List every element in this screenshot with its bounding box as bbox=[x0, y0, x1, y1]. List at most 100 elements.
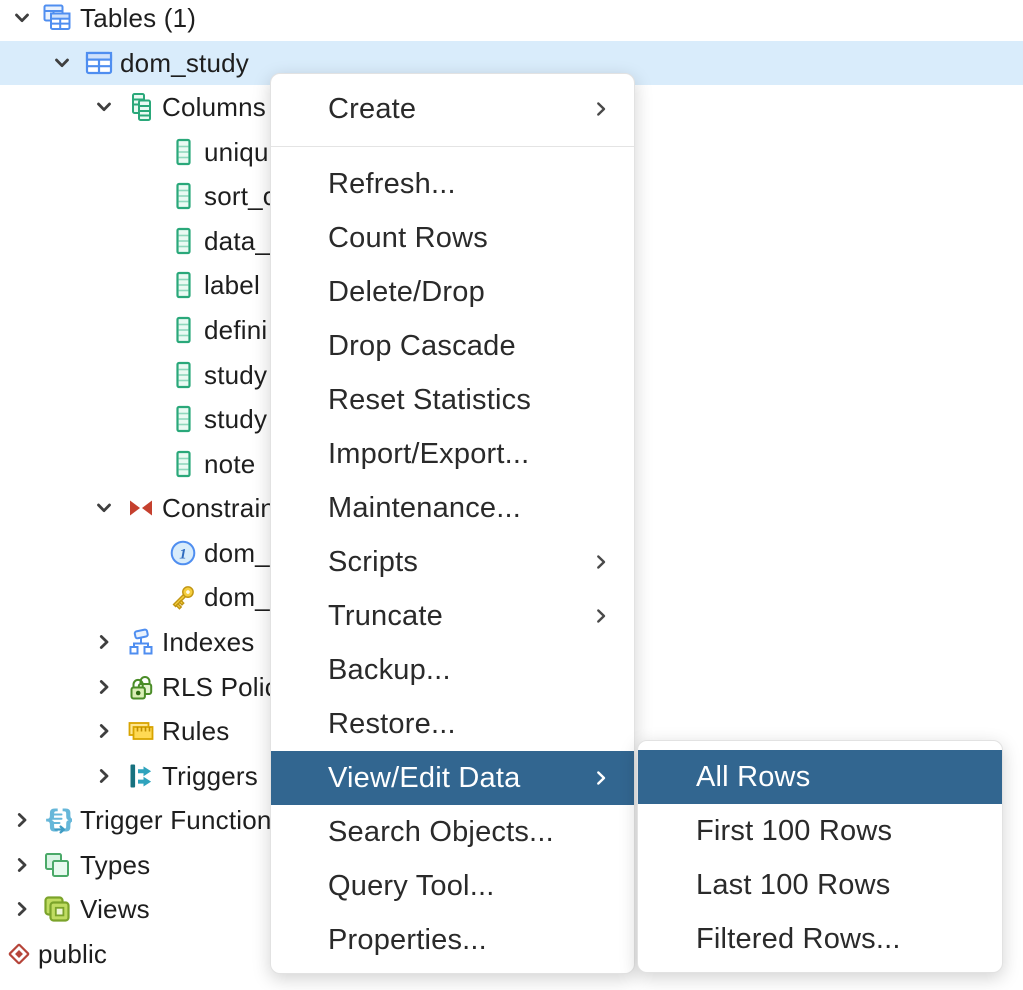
indexes-icon bbox=[126, 627, 156, 657]
tree-item-views[interactable]: Views bbox=[0, 887, 1023, 931]
menu-item-label: Reset Statistics bbox=[328, 383, 532, 416]
chevron-down-icon[interactable] bbox=[52, 53, 72, 73]
menu-item-label: Maintenance... bbox=[328, 491, 522, 524]
menu-item-query-tool[interactable]: Query Tool... bbox=[271, 859, 634, 913]
tree-item-dom[interactable]: dom_ bbox=[0, 575, 1023, 619]
menu-item-reset-statistics[interactable]: Reset Statistics bbox=[271, 373, 634, 427]
chevron-right-icon[interactable] bbox=[94, 632, 114, 652]
tree-item-rules[interactable]: Rules bbox=[0, 709, 1023, 753]
menu-item-restore[interactable]: Restore... bbox=[271, 697, 634, 751]
menu-item-import-export[interactable]: Import/Export... bbox=[271, 427, 634, 481]
tree-item-study[interactable]: study bbox=[0, 353, 1023, 397]
submenu-item-first-100-rows[interactable]: First 100 Rows bbox=[638, 804, 1002, 858]
tree-item-label[interactable]: label bbox=[0, 263, 1023, 307]
menu-item-view-edit-data[interactable]: View/Edit Data bbox=[271, 751, 634, 805]
chevron-right-icon[interactable] bbox=[94, 766, 114, 786]
menu-item-label: Restore... bbox=[328, 707, 456, 740]
menu-item-delete-drop[interactable]: Delete/Drop bbox=[271, 265, 634, 319]
tree-item-public[interactable]: public bbox=[0, 932, 1023, 976]
menu-item-label: Import/Export... bbox=[328, 437, 530, 470]
tree-item-label: Trigger Function bbox=[80, 805, 272, 835]
tree-item-constrain[interactable]: Constrain bbox=[0, 486, 1023, 530]
menu-item-label: Query Tool... bbox=[328, 869, 495, 902]
submenu-arrow-icon bbox=[592, 553, 610, 571]
menu-item-label: Refresh... bbox=[328, 167, 456, 200]
menu-item-properties[interactable]: Properties... bbox=[271, 913, 634, 967]
column-icon bbox=[168, 449, 198, 479]
submenu-item-label: Last 100 Rows bbox=[696, 868, 891, 901]
chevron-down-icon[interactable] bbox=[94, 498, 114, 518]
rules-icon bbox=[126, 716, 156, 746]
menu-item-label: Backup... bbox=[328, 653, 451, 686]
constraints-icon bbox=[126, 493, 156, 523]
tree-item-study[interactable]: study bbox=[0, 397, 1023, 441]
submenu-arrow-icon bbox=[592, 607, 610, 625]
primary-key-icon bbox=[168, 582, 198, 612]
tree-item-defini[interactable]: defini bbox=[0, 308, 1023, 352]
menu-item-label: Count Rows bbox=[328, 221, 488, 254]
menu-item-label: Delete/Drop bbox=[328, 275, 485, 308]
table-icon bbox=[84, 48, 114, 78]
trigger-functions-icon: {} bbox=[42, 805, 72, 835]
tree-item-data[interactable]: data_ bbox=[0, 219, 1023, 263]
tree-item-triggers[interactable]: Triggers bbox=[0, 754, 1023, 798]
chevron-right-icon[interactable] bbox=[94, 677, 114, 697]
svg-text:}: } bbox=[60, 805, 73, 834]
menu-item-backup[interactable]: Backup... bbox=[271, 643, 634, 697]
submenu-item-last-100-rows[interactable]: Last 100 Rows bbox=[638, 858, 1002, 912]
tree-item-sort-o[interactable]: sort_o bbox=[0, 174, 1023, 218]
submenu-item-label: First 100 Rows bbox=[696, 814, 893, 847]
types-icon bbox=[42, 850, 72, 880]
tree-item-label: study bbox=[204, 404, 268, 434]
menu-item-label: Truncate bbox=[328, 599, 443, 632]
tree-item-label: sort_o bbox=[204, 181, 278, 211]
unique-constraint-icon: 1 bbox=[168, 538, 198, 568]
menu-item-maintenance[interactable]: Maintenance... bbox=[271, 481, 634, 535]
tree-item-label: Triggers bbox=[162, 761, 258, 791]
submenu-item-filtered-rows[interactable]: Filtered Rows... bbox=[638, 912, 1002, 966]
chevron-right-icon[interactable] bbox=[12, 855, 32, 875]
submenu-item-all-rows[interactable]: All Rows bbox=[638, 750, 1002, 804]
submenu-arrow-icon bbox=[592, 769, 610, 787]
schema-icon bbox=[4, 939, 34, 969]
menu-item-create[interactable]: Create bbox=[271, 82, 634, 136]
menu-item-label: Scripts bbox=[328, 545, 419, 578]
triggers-icon bbox=[126, 761, 156, 791]
menu-item-label: Create bbox=[328, 92, 417, 125]
menu-item-count-rows[interactable]: Count Rows bbox=[271, 211, 634, 265]
menu-item-search-objects[interactable]: Search Objects... bbox=[271, 805, 634, 859]
chevron-right-icon[interactable] bbox=[12, 810, 32, 830]
column-icon bbox=[168, 226, 198, 256]
tree-item-label: Indexes bbox=[162, 627, 255, 657]
menu-item-scripts[interactable]: Scripts bbox=[271, 535, 634, 589]
tree-item-rls-polici[interactable]: RLS Polici bbox=[0, 665, 1023, 709]
menu-item-truncate[interactable]: Truncate bbox=[271, 589, 634, 643]
chevron-right-icon[interactable] bbox=[94, 721, 114, 741]
menu-item-label: View/Edit Data bbox=[328, 761, 521, 794]
tree-item-indexes[interactable]: Indexes bbox=[0, 620, 1023, 664]
chevron-right-icon[interactable] bbox=[12, 899, 32, 919]
tree-item-uniqu[interactable]: uniqu bbox=[0, 130, 1023, 174]
tree-item-note[interactable]: note bbox=[0, 442, 1023, 486]
tree-item-label: Columns bbox=[162, 92, 266, 122]
tree-item-label: RLS Polici bbox=[162, 672, 284, 702]
tree-item-label: dom_study bbox=[120, 48, 249, 78]
tree-item-trigger-function[interactable]: {} Trigger Function bbox=[0, 798, 1023, 842]
columns-collection-icon bbox=[126, 92, 156, 122]
column-icon bbox=[168, 404, 198, 434]
chevron-down-icon[interactable] bbox=[12, 8, 32, 28]
menu-item-label: Properties... bbox=[328, 923, 487, 956]
menu-item-drop-cascade[interactable]: Drop Cascade bbox=[271, 319, 634, 373]
tree-item-columns[interactable]: Columns bbox=[0, 85, 1023, 129]
tree-item-tables-1[interactable]: Tables (1) bbox=[0, 0, 1023, 40]
tree-item-label: label bbox=[204, 270, 260, 300]
menu-item-label: Search Objects... bbox=[328, 815, 554, 848]
tree-item-types[interactable]: Types bbox=[0, 843, 1023, 887]
menu-item-label: Drop Cascade bbox=[328, 329, 516, 362]
tree-item-label: public bbox=[38, 939, 108, 969]
chevron-down-icon[interactable] bbox=[94, 97, 114, 117]
menu-item-refresh[interactable]: Refresh... bbox=[271, 157, 634, 211]
